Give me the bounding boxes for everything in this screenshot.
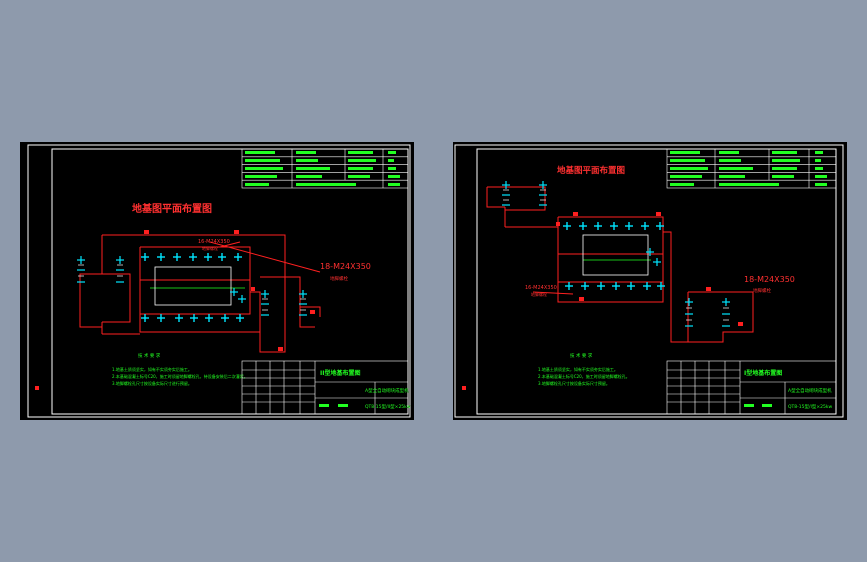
bolt-label-main-sub: 地脚螺栓 xyxy=(753,287,771,294)
note-2: 2.本基础混凝土标号C20，施工时须留地脚螺栓孔。 xyxy=(538,373,630,379)
title-block-marks xyxy=(319,404,348,407)
drawing-canvas-left: 地基图平面布置图 18-M24X350 地脚螺栓 16-M24X350 地脚螺栓… xyxy=(27,144,411,418)
note-3: 3.地脚螺栓孔尺寸按设备实际尺寸预留。 xyxy=(538,380,610,386)
bolt-label-small: 16-M24X350 xyxy=(198,239,230,245)
red-markers xyxy=(144,230,315,351)
plan-title: 地基图平面布置图 xyxy=(132,202,212,215)
drawing-sheet-left[interactable]: 地基图平面布置图 18-M24X350 地脚螺栓 16-M24X350 地脚螺栓… xyxy=(20,142,414,420)
notes-heading: 技 术 要 求 xyxy=(570,352,593,359)
note-3: 3.地脚螺栓孔尺寸按设备实际尺寸进行预留。 xyxy=(112,380,192,386)
bolt-column-right xyxy=(685,298,730,327)
bolt-label-main-sub: 地脚螺栓 xyxy=(330,275,348,282)
bolt-label-small-sub: 地脚螺栓 xyxy=(531,291,547,297)
bolt-column-left-ticks xyxy=(503,189,546,201)
bolt-row-bottom xyxy=(565,282,665,290)
bolt-column-right-ticks xyxy=(686,307,729,321)
bolt-row-top xyxy=(563,222,664,230)
spec-table-text xyxy=(245,151,400,186)
spec-table-text xyxy=(670,151,827,186)
bolt-row-top xyxy=(141,253,242,261)
foundation-outline xyxy=(486,186,754,343)
outer-frame xyxy=(454,144,844,418)
foundation-outline xyxy=(79,234,321,353)
title-org: A型全自动砌块成型机 xyxy=(365,387,409,394)
title-name: II型地基布置图 xyxy=(320,369,360,377)
bolt-column-left-ticks xyxy=(78,264,123,277)
bolts-extra xyxy=(646,248,661,266)
title-block xyxy=(241,360,409,415)
bolt-label-small-sub: 地脚螺栓 xyxy=(202,245,218,251)
spec-table xyxy=(241,148,409,189)
bolt-column-left xyxy=(502,181,547,206)
notes-heading: 技 术 要 求 xyxy=(138,352,161,359)
red-markers xyxy=(556,212,743,326)
inner-frame xyxy=(51,148,409,415)
bolt-column-right-ticks xyxy=(262,298,306,311)
note-1: 1.地基土质须坚实，如有不实须夯实后施工。 xyxy=(538,366,618,372)
title-model: QT8-15型/I型×25kw xyxy=(788,403,832,410)
drawing-sheet-right[interactable]: 地基图平面布置图 18-M24X350 地脚螺栓 16-M24X350 地脚螺栓… xyxy=(453,142,847,420)
title-block-marks xyxy=(744,404,772,407)
bolts-extra xyxy=(230,288,246,303)
machine-outline xyxy=(154,266,232,306)
drawing-canvas-right: 地基图平面布置图 18-M24X350 地脚螺栓 16-M24X350 地脚螺栓… xyxy=(454,144,844,418)
corner-mark xyxy=(35,386,39,390)
bolt-label-main: 18-M24X350 xyxy=(320,262,371,271)
bolt-column-right xyxy=(261,290,307,316)
plan-title: 地基图平面布置图 xyxy=(557,165,625,176)
inner-frame xyxy=(476,148,837,415)
title-org: A型全自动砌块成型机 xyxy=(788,387,832,394)
title-name: I型地基布置图 xyxy=(744,369,782,377)
bolt-column-left xyxy=(77,256,124,283)
title-model: QT8-15型/II型×25kw xyxy=(365,403,411,410)
machine-outline xyxy=(582,234,649,276)
outer-frame xyxy=(27,144,411,418)
title-block xyxy=(666,360,837,415)
note-1: 1.地基土质须坚实，如有不实须夯实后施工。 xyxy=(112,366,192,372)
bolt-label-main: 18-M24X350 xyxy=(744,275,795,284)
bolt-row-bottom xyxy=(141,314,244,322)
corner-mark xyxy=(462,386,466,390)
bolt-label-small: 16-M24X350 xyxy=(525,285,557,291)
note-2: 2.本基础混凝土标号C20，施工时须留地脚螺栓孔，待设备安装后二次灌浆。 xyxy=(112,373,248,379)
spec-table xyxy=(666,148,837,189)
